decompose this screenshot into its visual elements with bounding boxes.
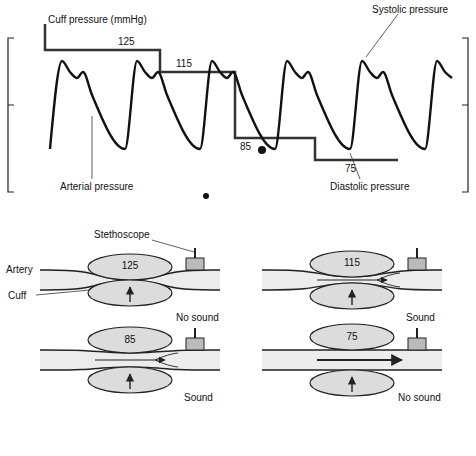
pressure-arrow (129, 287, 130, 302)
label-text: Cuff (8, 290, 26, 302)
turbulence-line (377, 273, 400, 280)
label-text: Artery (6, 264, 33, 276)
pressure-chart (8, 14, 468, 199)
artery-panel (40, 327, 220, 393)
bracket-tick (8, 105, 14, 106)
cuff-bladder (88, 254, 172, 280)
leader-line (366, 14, 398, 57)
label-text: No sound (176, 312, 219, 324)
stethoscope-tube (416, 248, 418, 258)
arterial-waveform (50, 61, 452, 149)
blood-flow-arrow (95, 359, 165, 360)
cuff-bladder (88, 367, 172, 393)
label-text: Diastolic pressure (330, 181, 409, 193)
turbulence-line (155, 360, 178, 367)
label-text: Arterial pressure (60, 181, 133, 193)
artery-panels (36, 240, 442, 396)
blood-flow-arrow (317, 359, 402, 361)
label-text: 125 (122, 260, 139, 272)
stethoscope-head (186, 258, 204, 270)
stethoscope-head (408, 338, 426, 350)
artery-panel (40, 248, 220, 306)
blood-flow-arrow (317, 279, 387, 280)
cuff-bladder (310, 251, 394, 277)
turbulence-line (155, 353, 178, 360)
cuff-bladder (310, 283, 394, 309)
turbulence-line (377, 280, 400, 287)
label-text: Sound (406, 312, 435, 324)
pressure-arrow (351, 290, 352, 305)
stethoscope-tube (416, 328, 418, 338)
label-text: 85 (240, 141, 251, 153)
label-text: 85 (124, 334, 135, 346)
pressure-arrow (351, 377, 352, 392)
right-bracket (462, 38, 468, 192)
label-text: 125 (118, 36, 135, 48)
stethoscope-head (408, 258, 426, 270)
marker-dot (203, 193, 209, 199)
leader-line (92, 116, 93, 179)
stethoscope-tube (194, 248, 196, 258)
stethoscope-head (186, 338, 204, 350)
label-text: 75 (346, 331, 357, 343)
label-text: Systolic pressure (372, 4, 448, 16)
left-bracket (8, 38, 14, 192)
label-text: No sound (398, 392, 441, 404)
cuff-bladder (88, 280, 172, 306)
stethoscope-tube (194, 328, 196, 338)
cuff-pressure-line (45, 24, 398, 160)
artery-lumen (262, 350, 442, 370)
label-text: 115 (344, 257, 360, 269)
cuff-bladder (88, 327, 172, 353)
artery-panel (262, 324, 442, 396)
marker-dot (258, 146, 266, 154)
label-text: Sound (184, 392, 213, 404)
leader-line (152, 240, 194, 252)
label-text: Cuff pressure (mmHg) (48, 14, 147, 26)
cuff-bladder (310, 324, 394, 350)
label-text: 115 (176, 58, 192, 70)
bracket-tick (462, 105, 468, 106)
cuff-bladder (310, 370, 394, 396)
artery-panel (262, 248, 442, 309)
label-text: 75 (345, 163, 356, 175)
pressure-arrow (129, 374, 130, 389)
label-text: Stethoscope (94, 229, 150, 241)
